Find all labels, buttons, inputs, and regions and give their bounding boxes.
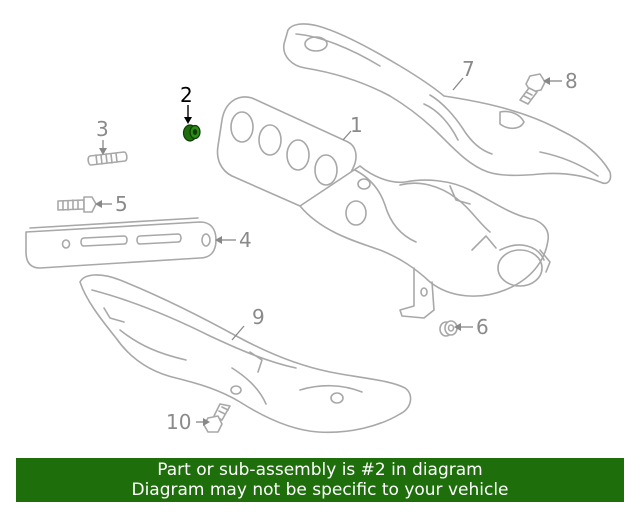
- arrow-6-icon: [454, 323, 461, 331]
- callout-4: 4: [239, 228, 252, 252]
- callout-2: 2: [180, 83, 193, 107]
- leader-7: [452, 77, 464, 91]
- info-banner: Part or sub-assembly is #2 in diagram Di…: [16, 458, 624, 502]
- callout-9: 9: [252, 305, 265, 329]
- leader-9: [231, 325, 245, 341]
- callout-5: 5: [115, 192, 128, 216]
- banner-line-1: Part or sub-assembly is #2 in diagram: [157, 460, 483, 480]
- callout-1: 1: [350, 113, 363, 137]
- nut-part-6[interactable]: [439, 320, 458, 337]
- bolt-part-8[interactable]: [519, 73, 546, 105]
- arrow-3-icon: [99, 148, 107, 155]
- callout-8: 8: [565, 69, 578, 93]
- bracket-part-4[interactable]: [25, 217, 217, 269]
- callout-3: 3: [96, 117, 109, 141]
- bolt-part-5[interactable]: [57, 196, 97, 213]
- bolt-part-10[interactable]: [203, 403, 231, 433]
- callout-10: 10: [166, 410, 191, 434]
- arrow-8-icon: [543, 77, 550, 85]
- nut-part-2[interactable]: [182, 124, 201, 142]
- arrow-2-icon: [184, 117, 192, 124]
- callout-7: 7: [462, 57, 475, 81]
- lower-heat-shield-part-9[interactable]: [79, 274, 412, 434]
- stud-part-3[interactable]: [87, 151, 128, 166]
- parts-diagram: 1 2 3 4 5 6 7 8 9 10: [25, 23, 612, 434]
- banner-line-2: Diagram may not be specific to your vehi…: [131, 480, 509, 500]
- arrow-10-icon: [203, 418, 210, 426]
- leader-lines: [95, 77, 562, 426]
- leader-1: [342, 130, 352, 141]
- arrow-5-icon: [95, 200, 102, 208]
- exhaust-manifold-part-1[interactable]: [216, 96, 551, 319]
- callout-6: 6: [476, 315, 489, 339]
- callout-labels: 1 2 3 4 5 6 7 8 9 10: [96, 57, 578, 434]
- arrow-4-icon: [215, 236, 222, 244]
- upper-heat-shield-part-7[interactable]: [282, 23, 612, 185]
